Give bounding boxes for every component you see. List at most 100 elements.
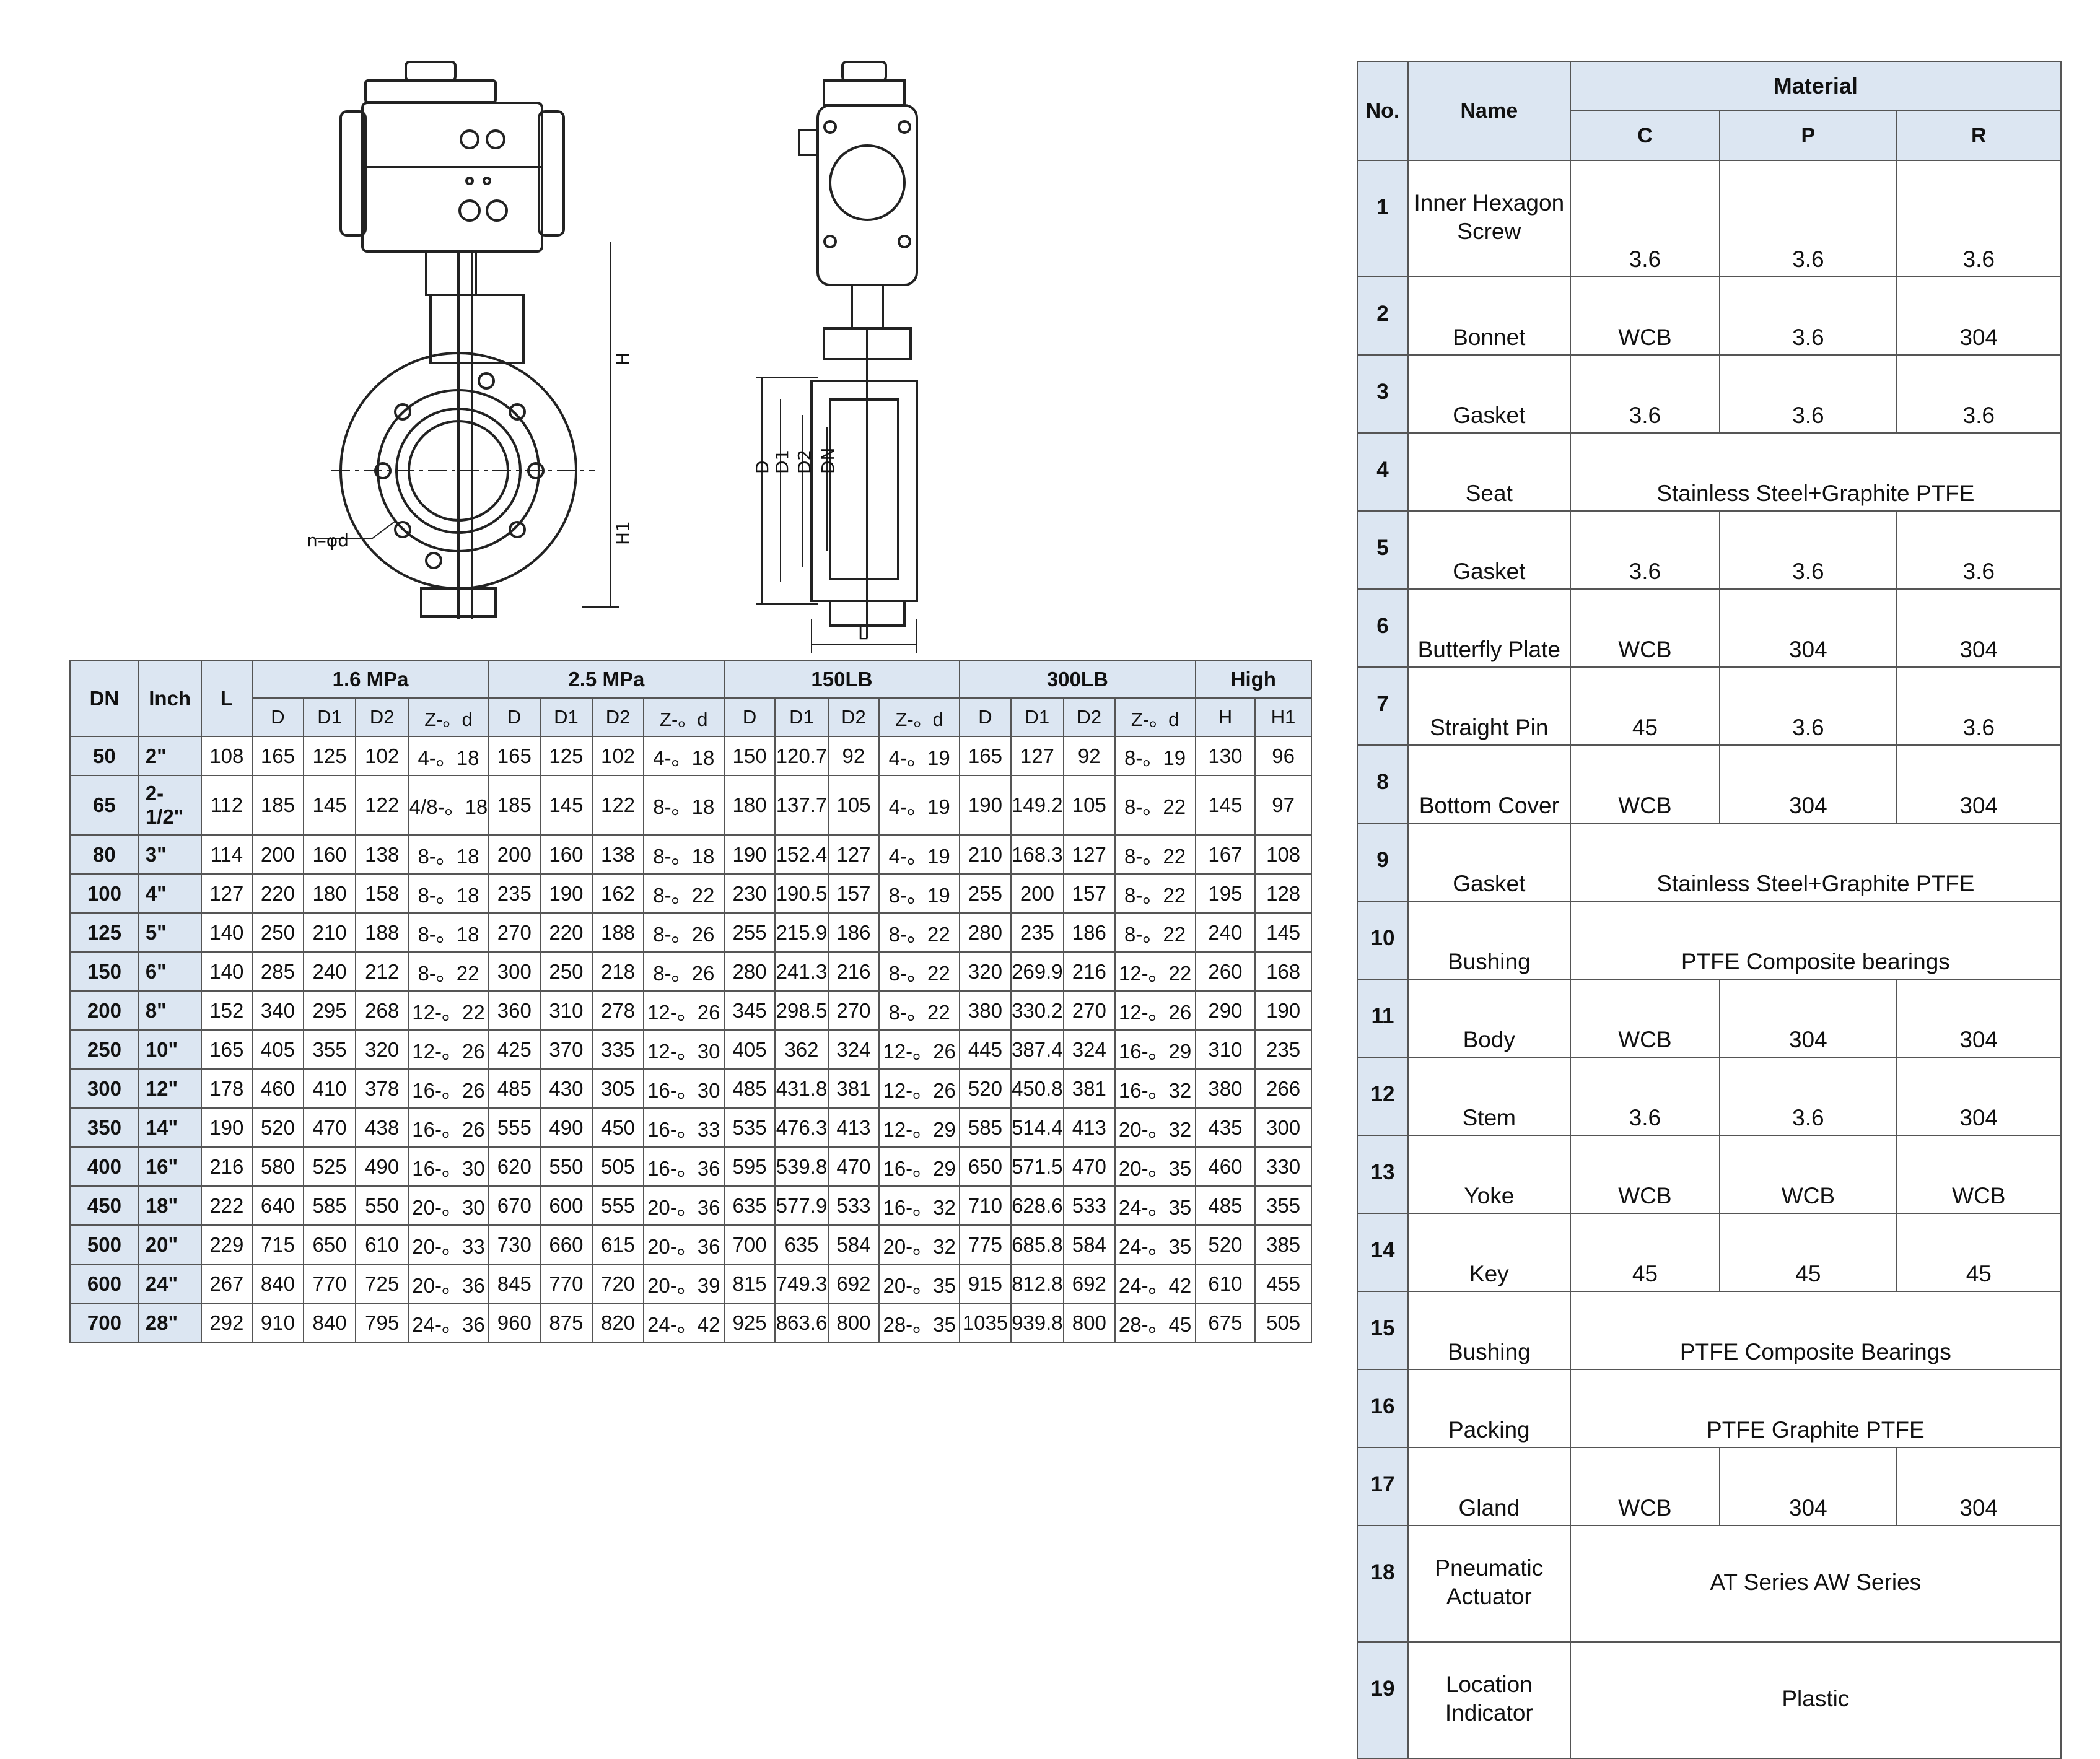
value-cell: 96 — [1254, 736, 1312, 776]
value-cell: 8-。22 — [1114, 834, 1196, 875]
no-cell: 9 — [1357, 823, 1409, 902]
value-cell: 20-。32 — [1114, 1107, 1196, 1148]
material-span-cell: Stainless Steel+Graphite PTFE — [1569, 432, 2062, 512]
value-cell: 660 — [539, 1224, 593, 1265]
value-cell: 16-。30 — [408, 1146, 489, 1187]
material-c-cell: 45 — [1569, 1213, 1721, 1292]
value-cell: 910 — [252, 1303, 304, 1343]
dn-cell: 200 — [69, 990, 139, 1031]
name-cell: Pneumatic Actuator — [1407, 1525, 1571, 1643]
value-cell: 555 — [488, 1107, 541, 1148]
value-cell: 220 — [252, 873, 304, 914]
col-header-c: C — [1569, 110, 1721, 161]
value-cell: 200 — [252, 834, 304, 875]
value-cell: 577.9 — [774, 1185, 829, 1226]
no-cell: 3 — [1357, 354, 1409, 434]
value-cell: 840 — [252, 1264, 304, 1304]
value-cell: 92 — [1062, 736, 1116, 776]
name-cell: Packing — [1407, 1369, 1571, 1448]
col-header-no: No. — [1357, 61, 1409, 161]
value-cell: 305 — [592, 1068, 644, 1109]
valve-drawing: n–φd H H1 D D1 D2 DN L — [273, 43, 1047, 657]
value-cell: 12-。22 — [1114, 951, 1196, 992]
value-cell: 445 — [959, 1029, 1012, 1070]
material-c-cell: WCB — [1569, 276, 1721, 356]
value-cell: 555 — [592, 1185, 644, 1226]
material-span-cell: PTFE Graphite PTFE — [1569, 1369, 2062, 1448]
material-r-cell: 45 — [1896, 1213, 2062, 1292]
value-cell: 255 — [723, 912, 776, 953]
value-cell: 168.3 — [1010, 834, 1064, 875]
value-cell: 600 — [539, 1185, 593, 1226]
sub-header-cell: Z-。d — [878, 697, 961, 737]
value-cell: 269.9 — [1010, 951, 1064, 992]
value-cell: 218 — [592, 951, 644, 992]
value-cell: 105 — [1062, 775, 1116, 836]
no-cell: 4 — [1357, 432, 1409, 512]
value-cell: 24-。35 — [1114, 1224, 1196, 1265]
material-r-cell: 3.6 — [1896, 160, 2062, 277]
sub-header-cell: D — [959, 697, 1012, 737]
value-cell: 168 — [1254, 951, 1312, 992]
value-cell: 4-。19 — [878, 736, 961, 776]
dn-cell: 450 — [69, 1185, 139, 1226]
value-cell: 235 — [1254, 1029, 1312, 1070]
no-cell: 17 — [1357, 1447, 1409, 1526]
dn-cell: 700 — [69, 1303, 139, 1343]
value-cell: 595 — [723, 1146, 776, 1187]
value-cell: 200 — [488, 834, 541, 875]
material-r-cell: 304 — [1896, 1057, 2062, 1136]
sub-header-cell: D — [252, 697, 304, 737]
material-p-cell: WCB — [1719, 1135, 1897, 1214]
value-cell: 140 — [200, 912, 253, 953]
material-c-cell: 3.6 — [1569, 354, 1721, 434]
value-cell: 137.7 — [774, 775, 829, 836]
value-cell: 240 — [1194, 912, 1256, 953]
material-p-cell: 3.6 — [1719, 1057, 1897, 1136]
value-cell: 8-。18 — [408, 834, 489, 875]
value-cell: 584 — [827, 1224, 880, 1265]
value-cell: 520 — [959, 1068, 1012, 1109]
label-d2: D2 — [794, 450, 815, 474]
value-cell: 16-。36 — [642, 1146, 725, 1187]
inch-cell: 12" — [138, 1068, 202, 1109]
value-cell: 210 — [302, 912, 357, 953]
value-cell: 8-。22 — [1114, 873, 1196, 914]
value-cell: 580 — [252, 1146, 304, 1187]
material-r-cell: 3.6 — [1896, 666, 2062, 746]
material-r-cell: 304 — [1896, 744, 2062, 824]
label-n-phi-d: n–φd — [307, 530, 349, 551]
value-cell: 212 — [355, 951, 409, 992]
value-cell: 260 — [1194, 951, 1256, 992]
no-cell: 7 — [1357, 666, 1409, 746]
value-cell: 355 — [1254, 1185, 1312, 1226]
value-cell: 8-。18 — [642, 775, 725, 836]
value-cell: 324 — [1062, 1029, 1116, 1070]
name-cell: Gasket — [1407, 510, 1571, 590]
value-cell: 8-。22 — [878, 912, 961, 953]
dn-cell: 600 — [69, 1264, 139, 1304]
value-cell: 450 — [592, 1107, 644, 1148]
value-cell: 138 — [592, 834, 644, 875]
value-cell: 127 — [827, 834, 880, 875]
value-cell: 145 — [302, 775, 357, 836]
value-cell: 1035 — [959, 1303, 1012, 1343]
dn-cell: 350 — [69, 1107, 139, 1148]
value-cell: 16-。26 — [408, 1107, 489, 1148]
value-cell: 485 — [488, 1068, 541, 1109]
material-p-cell: 304 — [1719, 588, 1897, 668]
material-r-cell: 304 — [1896, 979, 2062, 1058]
value-cell: 795 — [355, 1303, 409, 1343]
col-header-r: R — [1896, 110, 2062, 161]
value-cell: 470 — [302, 1107, 357, 1148]
